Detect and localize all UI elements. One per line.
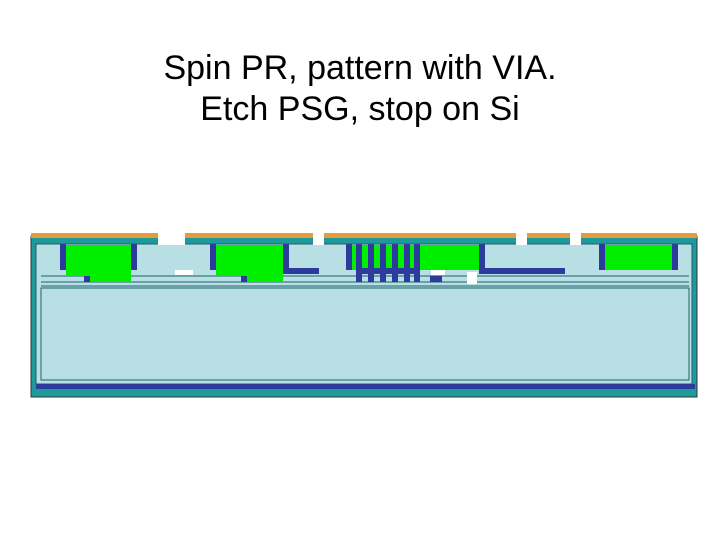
photoresist-layer	[31, 233, 697, 238]
poly-island-1-lower	[90, 276, 131, 282]
metal-line-1	[283, 268, 319, 274]
substrate-block	[40, 287, 690, 381]
comb-bar	[356, 268, 420, 274]
via-opening-1	[158, 232, 185, 245]
via-opening-4	[570, 232, 581, 245]
poly-island-1	[66, 245, 131, 276]
metal-post-6	[479, 244, 485, 270]
title-line-1: Spin PR, pattern with VIA.	[163, 49, 557, 87]
metal-post-7	[599, 244, 605, 270]
gap-2	[431, 270, 445, 275]
bottom-metal	[36, 384, 695, 389]
gap-3	[467, 272, 477, 284]
poly-island-4	[605, 245, 672, 270]
gap-1	[175, 270, 193, 275]
comb-finger-4	[392, 244, 398, 282]
comb-finger-5	[404, 244, 410, 282]
slide-title: Spin PR, pattern with VIA. Etch PSG, sto…	[0, 48, 720, 130]
metal-line-2	[479, 268, 565, 274]
metal-post-4	[283, 244, 289, 270]
poly-island-2	[216, 245, 283, 276]
metal-post-2	[131, 244, 137, 270]
comb-finger-1	[356, 244, 362, 282]
metal-post-3	[210, 244, 216, 270]
comb-finger-6	[414, 244, 420, 282]
comb-finger-3	[380, 244, 386, 282]
metal-post-1	[60, 244, 66, 270]
metal-stub-2	[241, 272, 247, 282]
metal-post-8	[672, 244, 678, 270]
via-opening-2	[313, 232, 324, 245]
comb-finger-2	[368, 244, 374, 282]
via-opening-3	[516, 232, 527, 245]
poly-island-2-lower	[247, 276, 283, 282]
metal-stub-3	[430, 276, 442, 282]
metal-post-5	[346, 244, 352, 270]
title-line-2: Etch PSG, stop on Si	[200, 90, 520, 128]
